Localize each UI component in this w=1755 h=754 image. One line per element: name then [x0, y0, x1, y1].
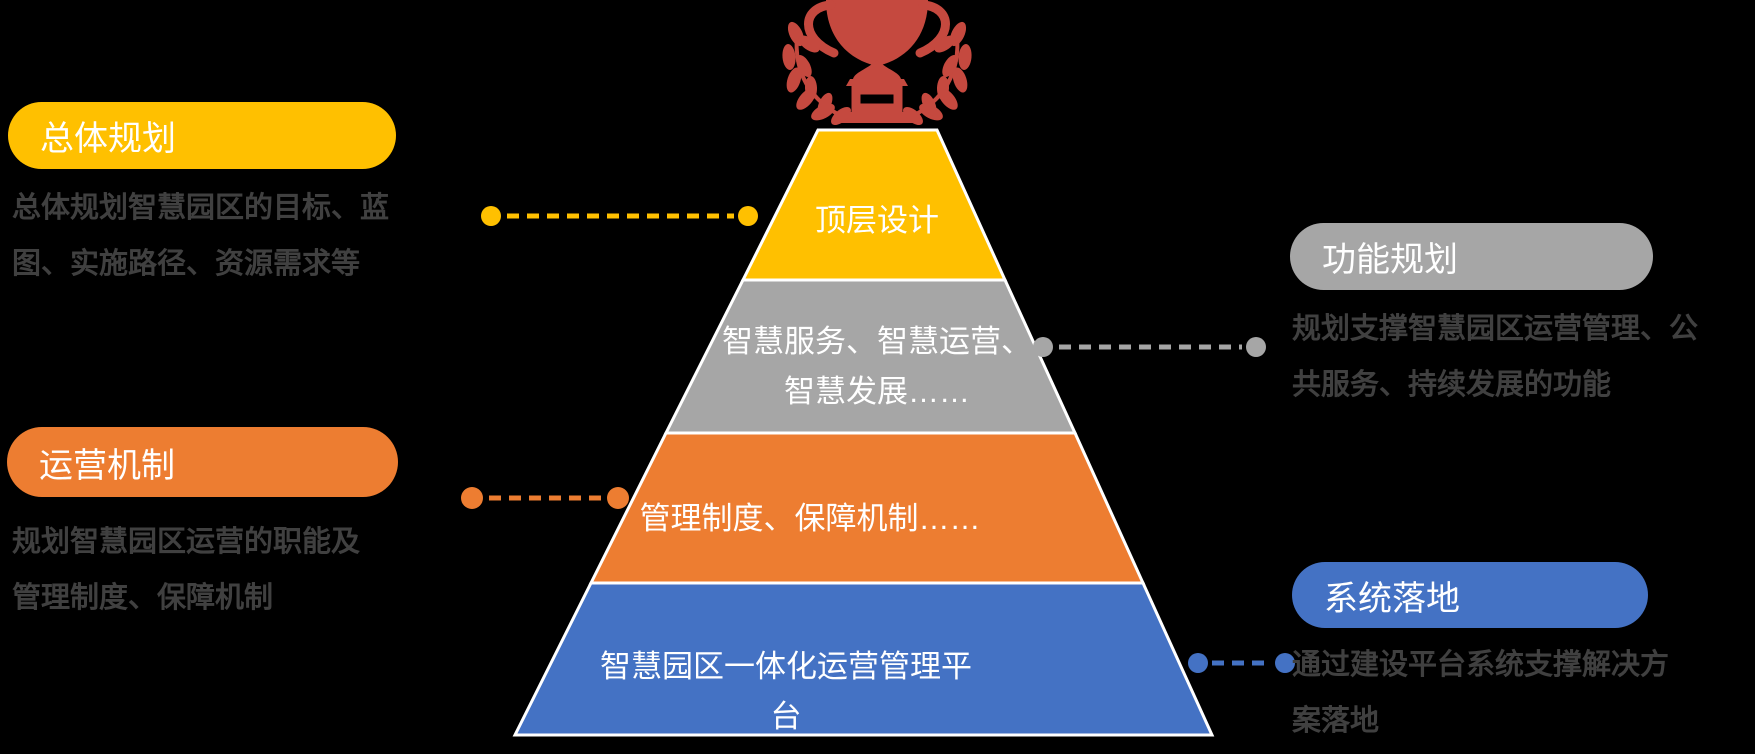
- callout-title: 总体规划: [40, 120, 176, 158]
- pyramid-label-platform: 智慧园区一体化运营管理平台: [600, 649, 972, 734]
- connector-operation-mechanism: [461, 487, 629, 509]
- connector-system-landing: [1188, 653, 1295, 673]
- callout-pill-system-landing: 系统落地: [1292, 562, 1648, 628]
- callout-pill-function-planning: 功能规划: [1290, 223, 1653, 290]
- callout-title: 系统落地: [1324, 579, 1460, 618]
- laurel-branch-right: [903, 21, 972, 125]
- callout-title: 运营机制: [39, 446, 175, 485]
- callout-desc-operation-mechanism: 规划智慧园区运营的职能及 管理制度、保障机制: [12, 526, 361, 614]
- pyramid-level-platform: [512, 581, 1215, 737]
- callout-desc-function-planning: 规划支撑智慧园区运营管理、公 共服务、持续发展的功能: [1292, 313, 1699, 401]
- callout-desc-total-planning: 总体规划智慧园区的目标、蓝 图、实施路径、资源需求等: [12, 192, 390, 280]
- callout-desc-system-landing: 通过建设平台系统支撑解决方 案落地: [1292, 649, 1670, 737]
- pyramid-label-smart-services: 智慧服务、智慧运营、 智慧发展……: [722, 324, 1032, 409]
- trophy-icon: [782, 0, 972, 125]
- callout-pill-total-planning: 总体规划: [8, 102, 396, 169]
- connector-total-planning: [481, 206, 758, 226]
- pyramid-label-top-design: 顶层设计: [815, 203, 939, 238]
- callout-title: 功能规划: [1322, 241, 1458, 279]
- laurel-branch-left: [782, 21, 851, 125]
- callout-pill-operation-mechanism: 运营机制: [7, 427, 398, 497]
- connector-function-planning: [1033, 337, 1266, 357]
- pyramid-label-management: 管理制度、保障机制……: [639, 501, 981, 536]
